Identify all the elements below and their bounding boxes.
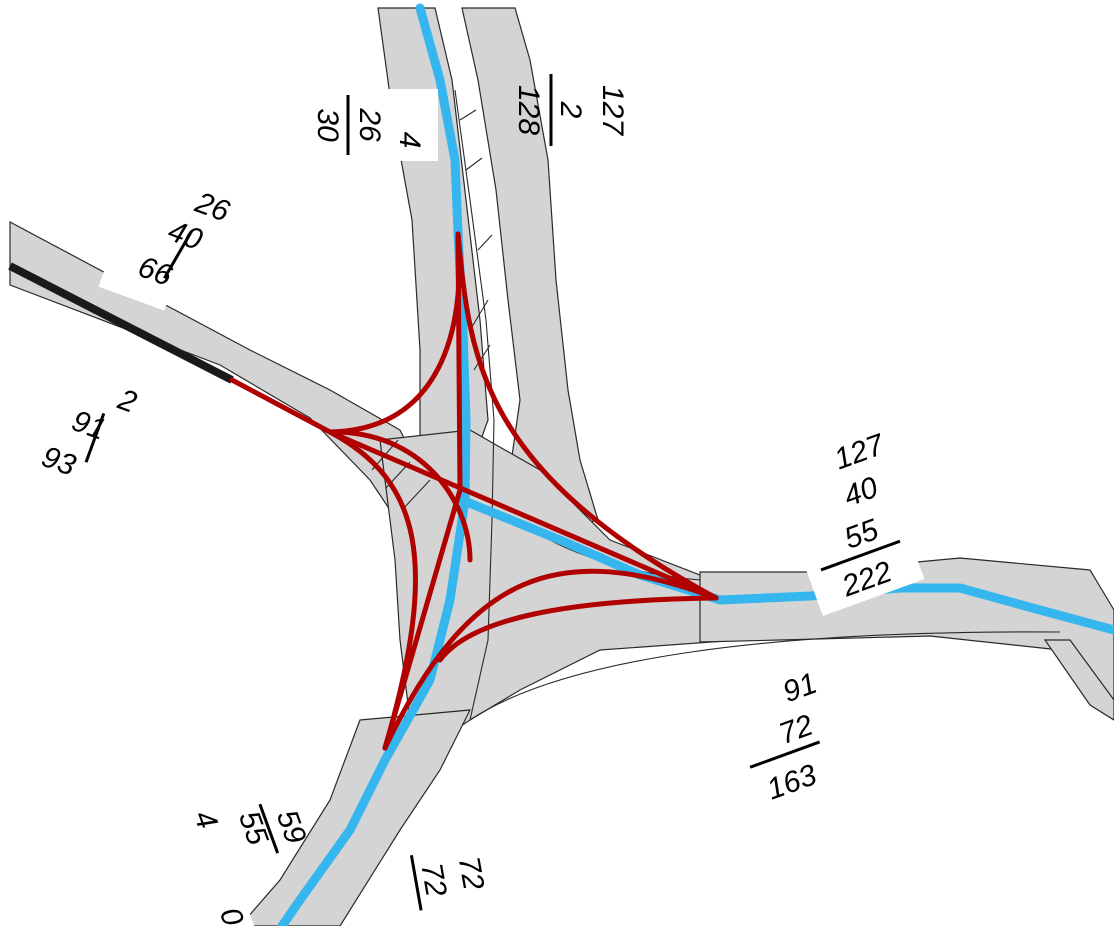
label-north-right-mid: 2 <box>554 101 587 119</box>
label-east-upper-mid: 40 <box>840 471 883 514</box>
label-west-lower-mid: 91 <box>67 404 110 446</box>
road-west <box>9 221 431 541</box>
flow-label-south-right: 72 72 <box>409 854 490 911</box>
label-north-right-bottom: 128 <box>512 85 545 135</box>
label-west-lower-bottom: 93 <box>37 440 80 483</box>
label-west-lower-top: 2 <box>113 383 141 420</box>
label-north-left-mid: 26 <box>353 107 386 142</box>
label-north-left-bottom: 30 <box>311 108 344 142</box>
label-south-right-top: 72 <box>414 860 452 899</box>
road-surfaces <box>9 7 1114 926</box>
flow-label-west-lower: 2 91 93 <box>37 383 141 483</box>
road-east-spur <box>1043 639 1114 721</box>
label-south-left-top: 4 <box>187 806 224 833</box>
black-road <box>8 262 234 384</box>
flow-label-southeast: 91 72 163 <box>749 667 822 806</box>
label-north-left-top: 4 <box>393 132 426 149</box>
label-southeast-bottom: 163 <box>763 758 822 806</box>
label-east-upper-top: 127 <box>830 428 890 477</box>
red-ramps <box>229 231 719 751</box>
label-north-right-top: 127 <box>596 85 629 136</box>
label-southeast-top: 91 <box>779 667 822 709</box>
flow-label-south-edge: 0 <box>205 895 257 926</box>
label-south-right-bottom: 72 <box>452 854 490 893</box>
flow-label-north-left: 4 26 30 <box>311 89 438 161</box>
flow-label-north-right: 127 2 128 <box>512 74 635 146</box>
blue-route-east <box>457 495 1114 635</box>
